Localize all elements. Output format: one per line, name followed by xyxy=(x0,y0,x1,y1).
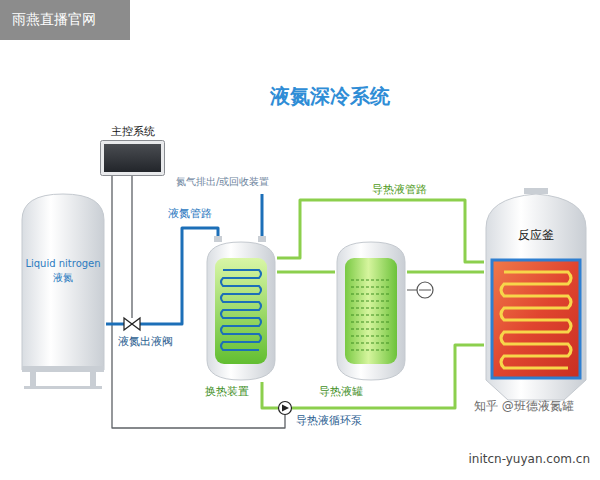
pipe-label: 导热液管路 xyxy=(372,183,427,196)
node-text: 导热液罐 xyxy=(319,385,363,398)
valve-symbol: 液氮出液阀 xyxy=(124,318,140,330)
vent-label: 氮气排出/或回收装置 xyxy=(176,176,269,188)
pipe-connector xyxy=(131,176,132,318)
watermark: 雨燕直播官网 xyxy=(12,11,96,28)
control-panel: 主控系统 xyxy=(100,140,165,176)
liquid-nitrogen-tank-drawing xyxy=(20,190,106,390)
node-text: 液氮出液阀 xyxy=(118,335,173,348)
pipe-connector xyxy=(112,176,285,428)
circulation-pump-drawing xyxy=(278,401,292,415)
diagram-title: 液氮深冷系统 xyxy=(230,84,430,108)
reactor-vessel-drawing xyxy=(484,188,588,402)
reactor-vessel: 反应釜 xyxy=(484,188,588,402)
node-text: 换热装置 xyxy=(205,385,249,398)
node-text: 反应釜 xyxy=(518,228,554,242)
control-panel-drawing xyxy=(100,140,165,176)
pipe-connector xyxy=(106,323,124,326)
pipe-label: 液氮管路 xyxy=(168,207,212,220)
node-text: 导热液循环泵 xyxy=(296,414,362,427)
vent-pipe xyxy=(261,194,264,238)
pipe-connector xyxy=(277,271,335,274)
pipe-connector xyxy=(140,228,218,324)
circulation-pump: 导热液循环泵 xyxy=(278,401,292,415)
liquid-nitrogen-tank: Liquid nitrogen 液氮 xyxy=(20,190,106,390)
heat-transfer-tank-drawing xyxy=(335,240,407,382)
watermark-url: initcn-yuyan.com.cn xyxy=(468,452,590,466)
pipe-connector xyxy=(262,382,278,408)
watermark-band xyxy=(0,0,130,40)
valve-symbol-drawing xyxy=(124,318,140,330)
pipe-connector xyxy=(407,271,484,274)
node-text: Liquid nitrogen xyxy=(25,258,100,270)
heat-transfer-tank: 导热液罐 xyxy=(335,240,407,382)
heat-exchanger: 换热装置 xyxy=(205,240,277,382)
node-text: 液氮 xyxy=(53,272,73,284)
node-text: 主控系统 xyxy=(111,125,155,138)
heat-exchanger-drawing xyxy=(205,240,277,382)
watermark: 知乎 @班德液氮罐 xyxy=(474,399,574,413)
